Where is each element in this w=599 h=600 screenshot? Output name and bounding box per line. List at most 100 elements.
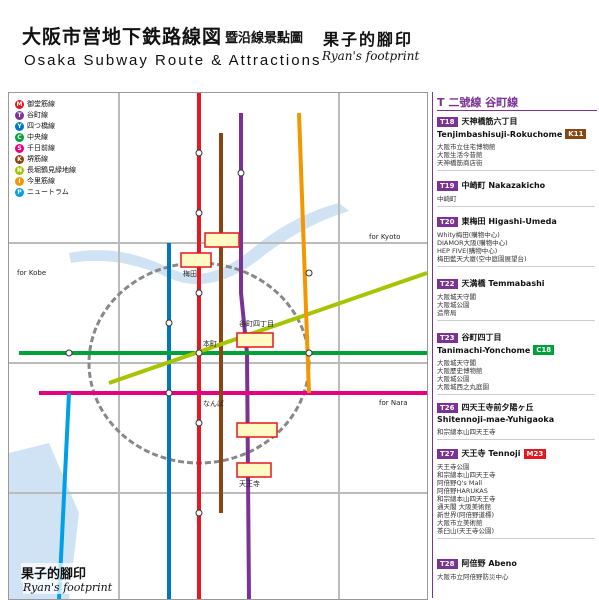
attraction: 天神橋筋商店街 (437, 159, 483, 167)
legend-label: 御堂筋線 (27, 100, 55, 108)
legend-label: 今里筋線 (27, 177, 55, 185)
stop-divider (437, 320, 595, 321)
attraction: 和宗總本山四天王寺 (437, 495, 496, 503)
map-label-kyoto: for Kyoto (369, 233, 401, 241)
stop-divider (437, 439, 595, 440)
station-code: T26 (437, 402, 458, 413)
map-label-namba: なんば (203, 400, 224, 408)
transfer-badge: M23 (523, 448, 547, 459)
station-code: T23 (437, 332, 458, 343)
legend-label: 中央線 (27, 133, 48, 141)
station-code: T28 (437, 558, 458, 569)
legend-chip: M (15, 99, 24, 109)
station-box-tennoji[interactable] (236, 462, 272, 478)
attraction: 和宗總本山四天王寺 (437, 428, 496, 436)
attraction: 中崎町 (437, 195, 457, 203)
station-name: 阿倍野 Abeno (461, 559, 517, 568)
map-label-tanimachi4: 谷町四丁目 (239, 320, 274, 328)
legend-label: 千日前線 (27, 144, 55, 152)
station-name: 天満橋 Temmabashi (461, 279, 545, 288)
legend-chip: N (15, 165, 24, 175)
legend-label: 四つ橋線 (27, 122, 55, 130)
station-name-en: Shitennoji-mae-Yuhigaoka (437, 415, 555, 424)
attraction: 大阪市立住宅博物館 (437, 143, 496, 151)
line-nagahori (108, 271, 427, 385)
header: 大阪市営地下鉄路線図 暨沿線景點圖 Osaka Subway Route & A… (0, 0, 599, 86)
station-code: T20 (437, 216, 458, 227)
station-box-shitennoji[interactable] (236, 422, 278, 438)
attraction: 大阪城公園 (437, 375, 470, 383)
attraction: 和宗總本山四天王寺 (437, 471, 496, 479)
station-name-en: Tanimachi-Yonchome (437, 345, 531, 355)
legend-chip: C (15, 132, 24, 142)
stop-divider (437, 538, 595, 539)
attraction: 阿倍野Q's Mall (437, 479, 483, 487)
station-name: 天神橋筋六丁目 (461, 117, 518, 126)
brand-logo-en: Ryan's footprint (322, 49, 420, 63)
legend-chip: K (15, 154, 24, 164)
stop-divider (437, 266, 595, 267)
station-code: T27 (437, 448, 458, 459)
station-box-umeda[interactable] (180, 252, 212, 268)
map-label-hommachi: 本町 (203, 340, 217, 348)
page-title-english: Osaka Subway Route & Attractions (24, 52, 322, 69)
station-name: 東梅田 Higashi-Umeda (461, 217, 557, 226)
line-imazatosuji (297, 112, 311, 394)
station-code: T18 (437, 116, 458, 127)
station-box-tanimachi4[interactable] (236, 332, 274, 348)
legend-label: 長堀鶴見緑地線 (27, 166, 76, 174)
legend-chip: Y (15, 121, 24, 131)
station-name-en: Tenjimbashisuji-Rokuchome (437, 129, 563, 139)
river-shape (69, 203, 349, 285)
attraction: 新世界(阿倍野道標) (437, 511, 495, 519)
legend-chip: P (15, 187, 24, 197)
attraction: 天王寺公園 (437, 463, 470, 471)
map-brand-en: Ryan's footprint (23, 581, 113, 594)
legend-chip: S (15, 143, 24, 153)
legend-label: 谷町線 (27, 111, 48, 119)
station-code: T22 (437, 278, 458, 289)
station-name: 谷町四丁目 (461, 333, 502, 342)
map-brand-jp: 果子的腳印 (21, 563, 87, 582)
attraction: 大阪城天守閣 (437, 293, 476, 301)
station-box-tenjimbashi[interactable] (204, 232, 240, 248)
map-label-tennoji: 天王寺 (239, 480, 260, 488)
attraction: 大阪城西之丸庭園 (437, 383, 489, 391)
stop-divider (437, 394, 595, 395)
page-title: 大阪市営地下鉄路線図 (22, 26, 223, 48)
map-label-umeda: 梅田 (183, 270, 197, 278)
map-label-nara: for Nara (379, 399, 408, 407)
panel-divider (437, 110, 597, 111)
line-tanimachi (239, 113, 251, 599)
legend-label: ニュートラム (27, 188, 69, 196)
stop-divider (437, 170, 595, 171)
attraction: 茶臼山(天王寺公園) (437, 527, 495, 535)
transfer-badge: C18 (533, 345, 555, 355)
attraction: 大阪城公園 (437, 301, 470, 309)
station-name: 四天王寺前夕陽ヶ丘 (461, 403, 534, 412)
attraction: 大阪市立阿倍野防災中心 (437, 573, 509, 581)
legend-chip: T (15, 110, 24, 120)
stop-divider (437, 206, 595, 207)
attraction: Whity梅田(購物中心) (437, 231, 500, 239)
attraction: 大阪城天守閣 (437, 359, 476, 367)
station-name: 中崎町 Nakazakicho (461, 181, 546, 190)
